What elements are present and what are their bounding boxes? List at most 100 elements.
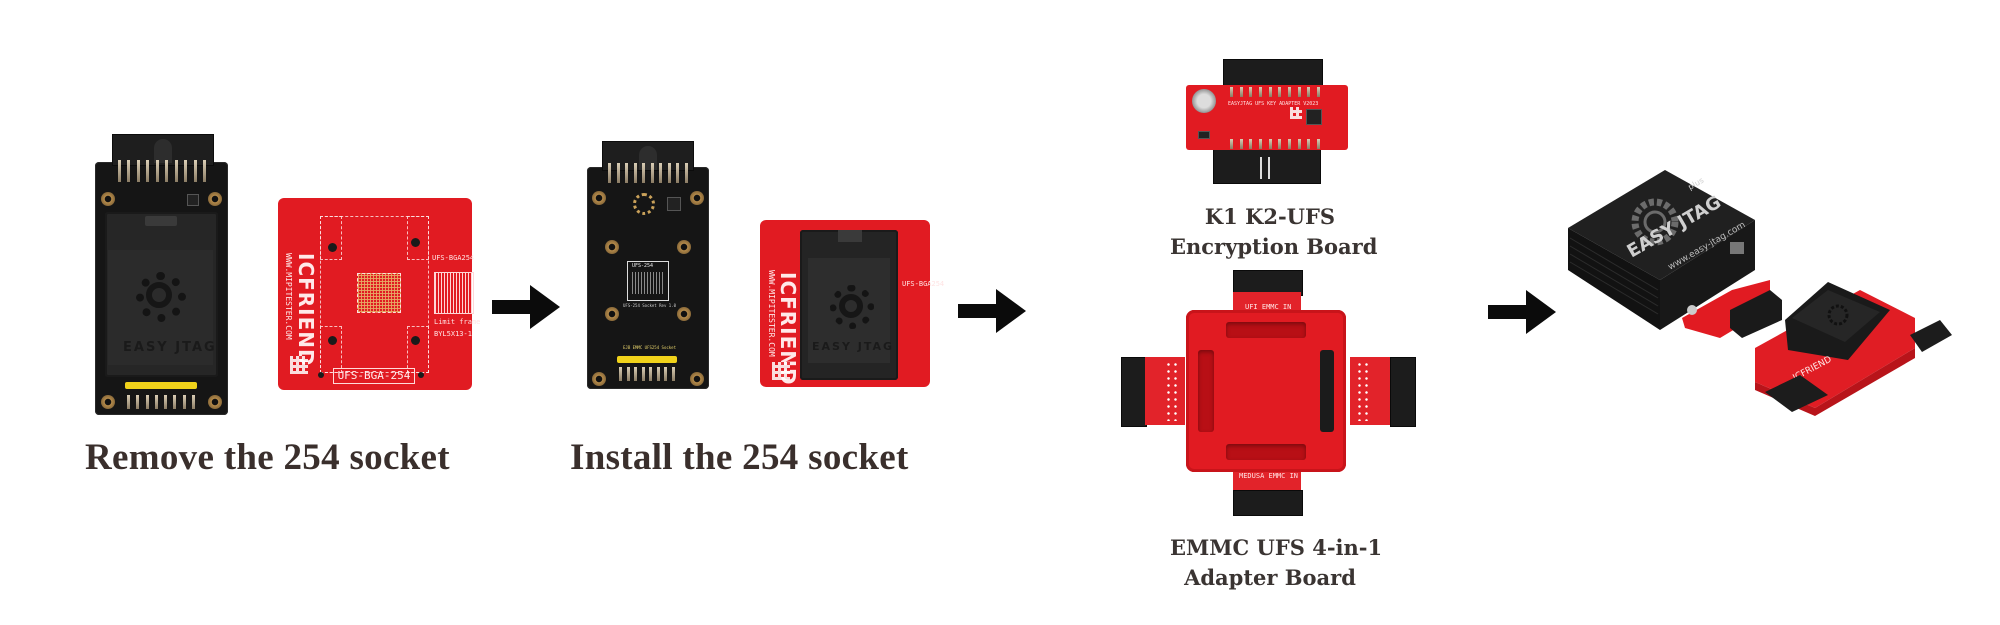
side-connector-left xyxy=(1765,375,1828,412)
tab-bottom-label: MEDUSA EMMC IN xyxy=(1239,472,1299,480)
adapter-left-connector xyxy=(1121,357,1147,427)
side-connector-right xyxy=(1910,320,1952,352)
gear-center-icon xyxy=(1643,210,1667,234)
adapter-right-tab xyxy=(1350,357,1390,425)
pin-row-top xyxy=(608,163,688,183)
arrow-right-icon xyxy=(958,289,1028,333)
caption-encryption-board: K1 K2-UFS Encryption Board xyxy=(1170,202,1378,262)
pin-row xyxy=(1230,139,1320,149)
connector-key xyxy=(1260,157,1262,179)
pin-row-bottom xyxy=(127,395,195,409)
socket-brand-text: EASY JTAG xyxy=(123,340,217,355)
alignment-hole xyxy=(411,238,420,247)
board-slot-left xyxy=(1198,350,1214,432)
bga-pad-array xyxy=(357,273,401,313)
gear-center-icon xyxy=(839,294,863,318)
connector-key xyxy=(1268,157,1270,179)
attached-encryption-board xyxy=(1682,280,1770,338)
icfriend-brand-text: ICFRIEND xyxy=(294,253,318,367)
adapter-left-tab xyxy=(1145,357,1185,425)
website-text: WWW.MIPITESTER.COM xyxy=(284,253,293,340)
mount-hole xyxy=(208,192,222,206)
electrolytic-capacitor xyxy=(1687,305,1697,315)
alignment-hole xyxy=(318,372,324,378)
emmc-ufs-4in1-adapter-board xyxy=(1186,310,1346,472)
qr-code xyxy=(290,356,308,374)
silk-bottom-text: EJB EMMC UFS254 Socket xyxy=(623,345,676,350)
silk-outline xyxy=(320,216,429,373)
marker-text: UFS-BGA254 xyxy=(902,280,945,288)
pin-row-top xyxy=(118,160,206,182)
gear-center-icon xyxy=(146,282,172,308)
jtag-socket-board-bare: UFS-254 UFS-254 Socket Rev 1.0 EJB EMMC … xyxy=(587,167,709,389)
via-grid xyxy=(1165,361,1179,421)
adapter-top-tab: UFI EMMC IN xyxy=(1233,292,1301,312)
alignment-hole xyxy=(328,336,337,345)
pin-header-yellow xyxy=(617,356,677,363)
gear-logo-icon xyxy=(830,285,874,329)
ufs-bga-254-label: UFS-BGA-254 xyxy=(333,368,415,384)
socket-top-face xyxy=(1792,290,1880,342)
ic-chip xyxy=(1306,109,1322,125)
mount-hole xyxy=(592,191,606,205)
k1-k2-ufs-encryption-board: EASYJTAG UFS KEY ADAPTER V2023 xyxy=(1186,85,1348,150)
silk-pattern-box xyxy=(434,272,474,314)
caption-line-1: EMMC UFS 4-in-1 xyxy=(1170,535,1383,560)
board-slot-bottom xyxy=(1226,444,1306,460)
silk-outline xyxy=(407,216,429,260)
silk-outline xyxy=(407,326,429,373)
mount-hole xyxy=(677,240,691,254)
gear-logo-icon xyxy=(1827,304,1849,326)
socket-hinge xyxy=(838,230,862,242)
qr-code xyxy=(772,362,790,380)
mount-hole xyxy=(677,307,691,321)
board-slot-top xyxy=(1226,322,1306,338)
icfriend-ufs-bga254-adapter: ICFRIEND WWW.MIPITESTER.COM UFS-BGA254 L… xyxy=(278,198,480,390)
qr-code xyxy=(1290,107,1302,119)
silk-ufs254-box: UFS-254 xyxy=(627,261,669,301)
via-grid xyxy=(1356,361,1370,421)
alignment-hole xyxy=(411,336,420,345)
attached-connector xyxy=(1730,290,1782,338)
part-number-text: BYL5X13-1 xyxy=(434,330,472,338)
silk-outline xyxy=(320,216,342,260)
socket-brand-text: EASY JTAG xyxy=(812,340,895,353)
pin-header-yellow xyxy=(125,382,197,389)
silk-rev-text: UFS-254 Socket Rev 1.0 xyxy=(623,303,676,308)
silk-title: UFS-254 xyxy=(632,263,654,269)
jtag-box-front xyxy=(1568,228,1660,330)
website-text: WWW.MIPITESTER.COM xyxy=(767,270,776,357)
ethernet-port xyxy=(1730,242,1744,254)
tab-top-label: UFI EMMC IN xyxy=(1245,303,1292,311)
mount-hole xyxy=(101,192,115,206)
alignment-hole xyxy=(328,243,337,252)
caption-line-2: Adapter Board xyxy=(1184,565,1356,590)
easy-jtag-plus-assembly: EASY JTAG plus www.easy-jtag.com ICFRIEN… xyxy=(1568,170,1952,416)
fpc-connector xyxy=(1320,350,1334,432)
silk-outline xyxy=(320,326,342,373)
alignment-hole xyxy=(418,372,424,378)
jtag-socket-board-with-socket: EASY JTAG xyxy=(95,162,228,415)
gear-logo-icon xyxy=(633,193,655,215)
mount-hole xyxy=(605,307,619,321)
adapter-base-edge xyxy=(1755,348,1915,416)
mount-hole xyxy=(208,395,222,409)
caption-install-socket: Install the 254 socket xyxy=(570,437,909,478)
encryption-board-silk-text: EASYJTAG UFS KEY ADAPTER V2023 xyxy=(1228,101,1319,107)
icfriend-adapter-with-socket: ICFRIEND WWW.MIPITESTER.COM UFS-BGA254 E… xyxy=(760,220,944,387)
caption-line-1: K1 K2-UFS xyxy=(1204,204,1336,229)
ufs-socket: EASY JTAG xyxy=(105,212,218,377)
limit-frame-text: Limit frame xyxy=(434,318,481,326)
gear-logo-icon xyxy=(136,272,186,322)
adapter-right-connector xyxy=(1390,357,1416,427)
ic-chip xyxy=(667,197,681,211)
ufs-254-socket: EASY JTAG xyxy=(800,230,898,380)
silk-pads xyxy=(632,272,664,294)
arrow-right-icon xyxy=(1488,290,1558,334)
ic-chip xyxy=(1198,131,1210,139)
socket-hinge xyxy=(145,216,177,226)
mount-hole xyxy=(605,240,619,254)
caption-line-2: Encryption Board xyxy=(1170,234,1378,259)
encryption-board-bottom-connector xyxy=(1213,148,1321,184)
electrolytic-capacitor xyxy=(1192,89,1216,113)
